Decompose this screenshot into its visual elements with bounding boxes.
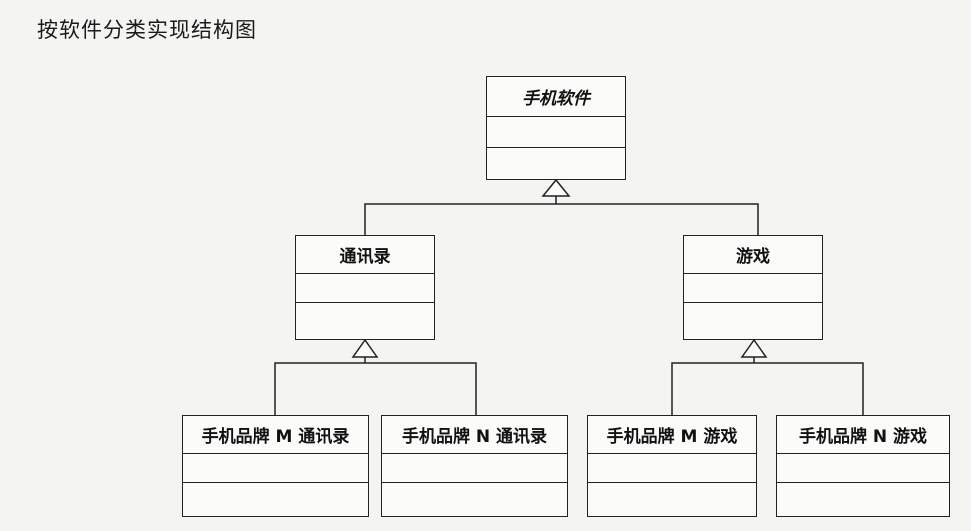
class-attributes <box>296 274 434 303</box>
class-brand-n-contacts: 手机品牌 N 通讯录 <box>381 415 568 517</box>
inherit-arrow-contacts <box>351 338 379 358</box>
class-name: 手机品牌 M 通讯录 <box>183 416 368 454</box>
class-brand-n-games: 手机品牌 N 游戏 <box>776 415 950 517</box>
class-name: 手机品牌 M 游戏 <box>588 416 756 454</box>
class-attributes <box>588 454 756 483</box>
class-attributes <box>183 454 368 483</box>
class-name: 手机软件 <box>487 77 625 117</box>
link-contacts-to-software <box>364 203 759 235</box>
class-brand-m-contacts: 手机品牌 M 通讯录 <box>182 415 369 517</box>
class-attributes <box>777 454 949 483</box>
class-phone-software: 手机软件 <box>486 76 626 180</box>
link-brand-contacts-to-contacts <box>274 362 477 415</box>
class-operations <box>296 303 434 339</box>
class-operations <box>684 303 822 339</box>
page-title: 按软件分类实现结构图 <box>37 18 257 42</box>
class-brand-m-games: 手机品牌 M 游戏 <box>587 415 757 517</box>
class-operations <box>183 483 368 516</box>
class-name: 手机品牌 N 通讯录 <box>382 416 567 454</box>
class-name: 游戏 <box>684 236 822 274</box>
class-contacts: 通讯录 <box>295 235 435 340</box>
inherit-arrow-software <box>541 178 571 197</box>
class-operations <box>777 483 949 516</box>
class-attributes <box>487 117 625 148</box>
class-operations <box>588 483 756 516</box>
class-name: 通讯录 <box>296 236 434 274</box>
class-games: 游戏 <box>683 235 823 340</box>
class-operations <box>382 483 567 516</box>
class-operations <box>487 148 625 179</box>
class-attributes <box>684 274 822 303</box>
class-attributes <box>382 454 567 483</box>
link-brand-games-to-games <box>671 362 864 415</box>
class-name: 手机品牌 N 游戏 <box>777 416 949 454</box>
inherit-arrow-games <box>740 338 768 358</box>
